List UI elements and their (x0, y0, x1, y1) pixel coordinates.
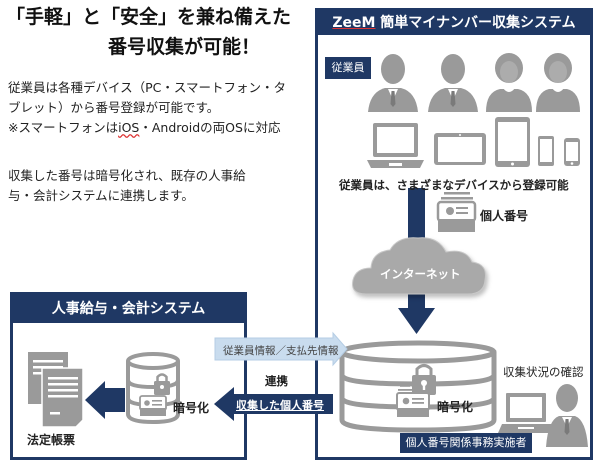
encrypted-id-card-icon (139, 395, 167, 416)
description-line: ブレット）から番号登録が可能です。 (8, 100, 220, 115)
smartphone-icon (538, 136, 554, 166)
female-employee-icon (536, 53, 580, 112)
hr-database-icon (126, 352, 180, 425)
id-card-icon (436, 192, 477, 232)
laptop-icon (367, 123, 424, 168)
main-encrypt-label: 暗号化 (437, 400, 474, 414)
os-note-ios: iOS (118, 120, 140, 135)
tablet-landscape-icon (434, 133, 486, 165)
internet-cloud-icon (352, 237, 486, 295)
description-line: 従業員は各種デバイス（PC・スマートフォン・タ (8, 80, 287, 95)
os-note-prefix: ※スマートフォンは (8, 120, 119, 135)
outbound-arrow-icon (214, 331, 348, 367)
male-employee-icon (428, 54, 478, 112)
inbound-arrow-icon (214, 387, 333, 421)
id-number-label: 個人番号 (480, 209, 529, 223)
outbound-data-label: 従業員情報／支払先情報 (223, 345, 339, 357)
internet-label: インターネット (380, 267, 461, 281)
os-note-suffix: ・Androidの両OSに対応 (139, 120, 281, 135)
status-check-label: 収集状況の確認 (503, 365, 584, 379)
inbound-data-label: 収集した個人番号 (236, 399, 324, 412)
hr-panel-title: 人事給与・会計システム (13, 295, 244, 323)
hr-encrypt-label: 暗号化 (173, 401, 210, 415)
tablet-portrait-icon (495, 117, 530, 167)
headline-line1: 「手軽」と「安全」を兼ね備えた (6, 6, 292, 28)
flow-arrow-down-icon (398, 308, 435, 334)
female-employee-icon (486, 53, 532, 112)
statutory-documents-label: 法定帳票 (27, 433, 76, 447)
operator-label: 個人番号関係事務実施者 (400, 433, 532, 453)
monitor-icon (498, 393, 556, 433)
smartphone-icon (564, 138, 580, 166)
headline-line2: 番号収集が可能！ (108, 36, 261, 58)
os-support-note: ※スマートフォンはiOS・Androidの両OSに対応 (8, 118, 280, 137)
devices-caption: 従業員は、さまざまなデバイスから登録可能 (339, 178, 569, 192)
male-employee-icon (368, 54, 418, 112)
zeem-panel-title: 簡単マイナンバー収集システム (375, 15, 576, 31)
zeem-brand: ZeeM (332, 15, 376, 31)
operator-person-icon (546, 384, 588, 447)
document-icon (41, 367, 84, 428)
description-line: 収集した番号は暗号化され、既存の人事給 (8, 168, 246, 183)
flow-bar-upper (408, 188, 425, 248)
link-label: 連携 (265, 374, 288, 388)
arrow-left-icon (85, 381, 125, 419)
zeem-panel-header: ZeeM 簡単マイナンバー収集システム (318, 11, 590, 35)
employees-label: 従業員 (325, 57, 371, 79)
encrypted-id-card-icon (396, 385, 430, 417)
lock-icon (412, 364, 436, 395)
description-line: 与・会計システムに連携します。 (8, 188, 194, 203)
lock-icon (154, 373, 170, 395)
